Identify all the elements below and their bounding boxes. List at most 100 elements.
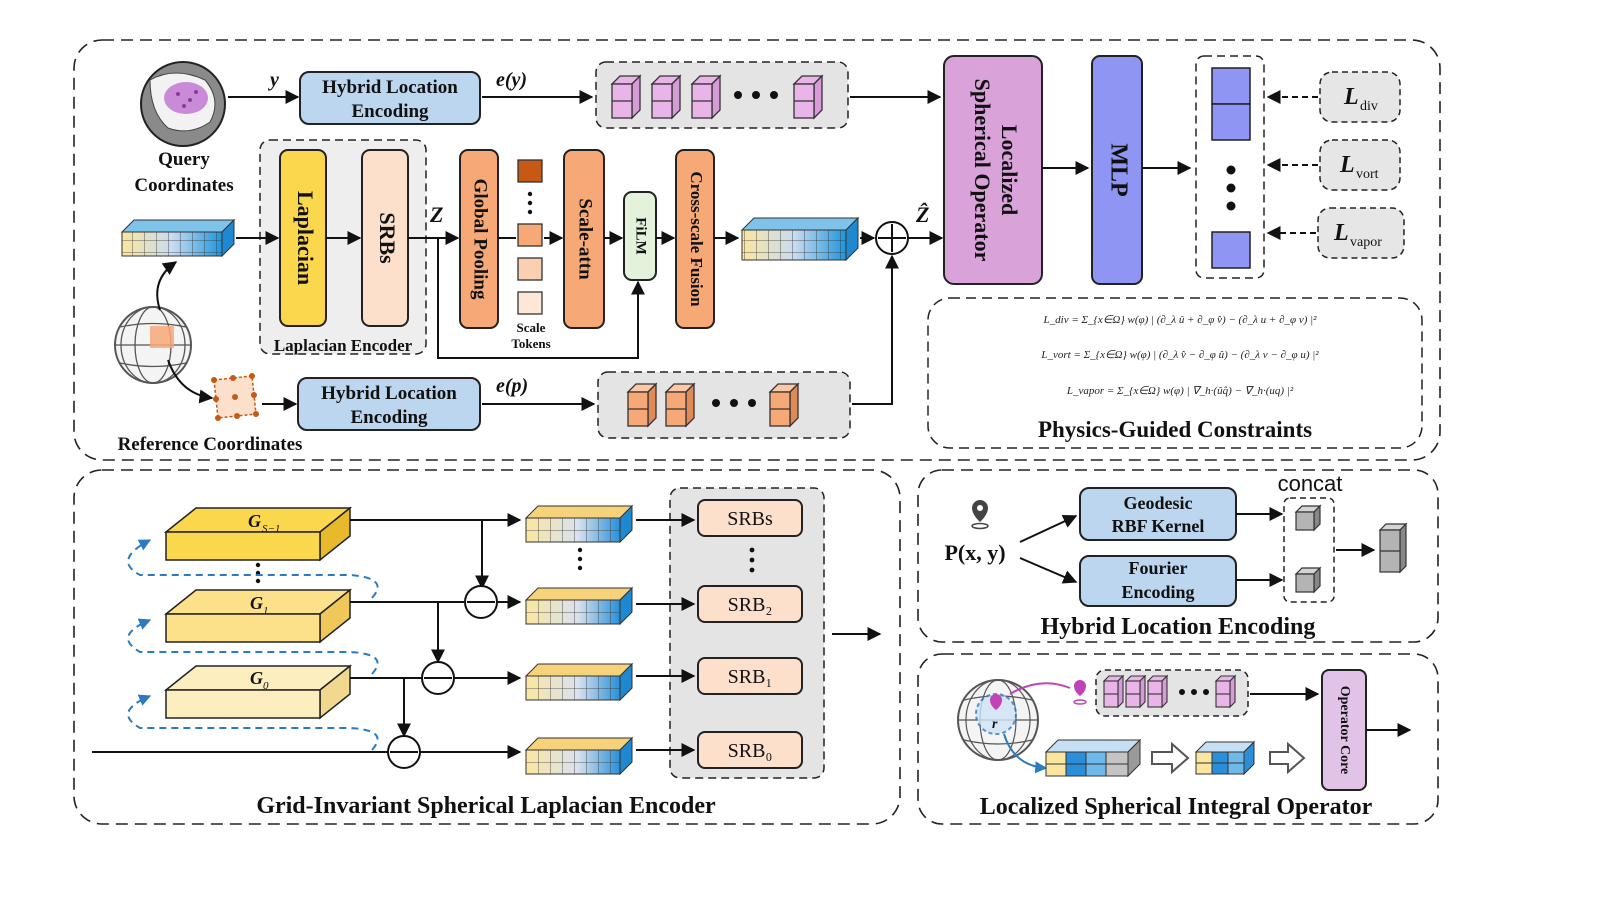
location-pin-icon <box>971 500 989 530</box>
physics-title: Physics-Guided Constraints <box>1038 417 1312 442</box>
z-label: Z <box>429 202 443 227</box>
physics-panel <box>927 297 1423 449</box>
reference-patch-icon <box>211 373 259 421</box>
global-pooling-label: Global Pooling <box>470 179 491 300</box>
srbs-block <box>697 499 803 537</box>
slab-ellipsis <box>255 562 261 584</box>
scale-tokens-line2: Tokens <box>511 336 550 351</box>
laplacian-encoder-label: Laplacian Encoder <box>274 336 413 355</box>
lsio-cubes <box>1102 674 1237 709</box>
zhat-label: Ẑ <box>915 202 929 227</box>
fused-tensor-icon <box>740 216 860 262</box>
slab-g-top <box>163 506 353 562</box>
arrow-ep-to-add <box>852 254 899 405</box>
lsio-ellipsis <box>1179 689 1209 695</box>
hle-panel <box>917 469 1439 643</box>
loss-vort-sub: vort <box>1356 167 1379 182</box>
query-label-line1: Query <box>158 149 210 170</box>
laplacian-label: Laplacian <box>293 191 318 285</box>
subtract-node-2-icon <box>464 585 498 619</box>
tensor-ellipsis <box>577 547 583 571</box>
loss-div-box <box>1319 71 1401 123</box>
hle-top-box <box>299 71 481 125</box>
pin-link-line <box>1009 682 1071 695</box>
scale-attn-label: Scale-attn <box>575 198 596 280</box>
ep-label: e(p) <box>496 375 528 397</box>
kernel-grid-small <box>1194 740 1256 776</box>
ep-ellipsis <box>712 399 756 407</box>
scale-tokens-line1: Scale <box>517 320 546 335</box>
fourier-line1: Fourier <box>1129 558 1188 578</box>
slab-g-bot <box>163 664 353 720</box>
scale-tokens <box>517 159 543 315</box>
loss-vapor-box <box>1317 207 1405 259</box>
film-label: FiLM <box>633 217 649 255</box>
loss-vapor-sub: vapor <box>1350 235 1382 250</box>
eq-vort: L_vort = Σ_{x∈Ω} w(φ) | (∂_λ v̂ − ∂_φ û)… <box>1040 349 1319 361</box>
reference-globe-icon <box>114 306 192 384</box>
hollow-arrow-2-icon <box>1269 741 1306 775</box>
concat-output-cube <box>1378 522 1408 574</box>
lso-box <box>943 55 1043 285</box>
output-cells <box>1211 67 1251 269</box>
slab-g-top-sub: S−1 <box>262 523 280 535</box>
srb-column <box>669 487 825 779</box>
concat-label: concat <box>1278 471 1343 496</box>
lso-line1: Localized <box>997 125 1022 215</box>
slab-g-mid-label: G <box>250 593 263 613</box>
query-globe-icon <box>140 61 226 147</box>
lsio-panel-title: Localized Spherical Integral Operator <box>980 794 1373 820</box>
laplacian-encoder-title: Grid-Invariant Spherical Laplacian Encod… <box>256 793 716 819</box>
cross-scale-fusion-label: Cross-scale Fusion <box>687 171 706 307</box>
subtract-node-0-icon <box>387 735 421 769</box>
srb1-block-label: SRB₁ <box>728 666 773 688</box>
hle-bottom-line1: Hybrid Location <box>321 383 457 404</box>
hle-top-line1: Hybrid Location <box>322 77 458 98</box>
top-panel <box>73 39 1441 461</box>
concat-cubes <box>1294 504 1322 594</box>
hle-bottom-line2: Encoding <box>350 407 428 428</box>
loss-vapor-symbol: L <box>1333 220 1349 246</box>
srb-ellipsis <box>749 547 755 573</box>
mlp-label: MLP <box>1105 143 1131 196</box>
eq-div: L_div = Σ_{x∈Ω} w(φ) | (∂_λ û + ∂_φ v̂) … <box>1043 314 1318 326</box>
srb0-block <box>697 731 803 769</box>
reference-coords-label: Reference Coordinates <box>118 434 303 455</box>
srb1-block <box>697 657 803 695</box>
slab-g-top-label: G <box>248 511 261 531</box>
srbs-label: SRBs <box>375 212 400 264</box>
hle-top-line2: Encoding <box>351 101 429 122</box>
operator-core-label: Operator Core <box>1337 686 1352 775</box>
output-ellipsis <box>1226 165 1236 211</box>
slab-g-mid-sub: 1 <box>263 605 269 617</box>
arrow-globe-to-tensor <box>156 261 178 311</box>
ep-cubes <box>626 382 800 428</box>
ey-label: e(y) <box>496 69 527 91</box>
reference-tensor-icon <box>120 218 236 258</box>
ey-cubes <box>610 74 824 120</box>
arrow-globe-to-grid <box>1003 733 1048 774</box>
ey-ellipsis <box>734 91 778 99</box>
subtract-node-1-icon <box>421 661 455 695</box>
srb2-block-label: SRB₂ <box>728 594 773 616</box>
loss-div-sub: div <box>1360 99 1378 114</box>
slab-g-bot-sub: 0 <box>263 680 269 692</box>
loss-vort-symbol: L <box>1339 152 1355 178</box>
film-box <box>623 191 657 281</box>
y-label: y <box>268 69 279 91</box>
geodesic-line2: RBF Kernel <box>1112 516 1205 536</box>
hle-bottom-box <box>297 377 481 431</box>
lsio-panel <box>917 653 1439 825</box>
concat-container <box>1283 497 1335 603</box>
hle-panel-title: Hybrid Location Encoding <box>1041 614 1316 640</box>
query-pin-icon <box>1073 680 1087 705</box>
hollow-arrow-1-icon <box>1151 741 1190 775</box>
mlp-box <box>1091 55 1143 285</box>
arrow-p-to-fourier <box>1019 557 1078 584</box>
fourier-line2: Encoding <box>1121 582 1194 602</box>
srbs-block-label: SRBs <box>727 508 773 530</box>
loss-div-symbol: L <box>1343 84 1359 110</box>
radius-label: r <box>992 717 998 732</box>
srb2-block <box>697 585 803 623</box>
eq-vapor: L_vapor = Σ_{x∈Ω} w(φ) | ∇_h·(ûq̂) − ∇_h… <box>1066 385 1294 397</box>
